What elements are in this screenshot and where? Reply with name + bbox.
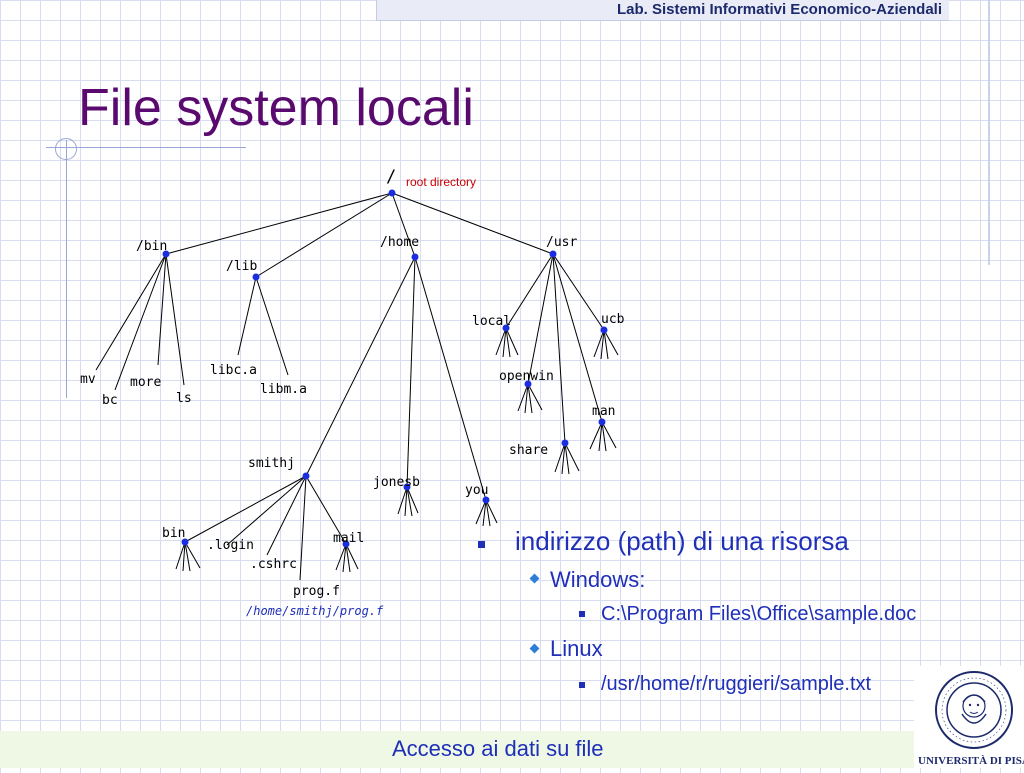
label-jonesb: jonesb bbox=[373, 475, 420, 490]
label-openwin: openwin bbox=[499, 369, 554, 384]
label-cshrc: .cshrc bbox=[250, 557, 297, 572]
footer-bar bbox=[0, 731, 914, 768]
label-lib: /lib bbox=[226, 259, 257, 274]
node-you bbox=[482, 496, 490, 504]
node-smithj-bin bbox=[181, 538, 189, 546]
node-local bbox=[502, 324, 510, 332]
node-bin bbox=[162, 250, 170, 258]
label-bc: bc bbox=[102, 393, 118, 408]
label-man: man bbox=[592, 404, 615, 419]
seal-caption: UNIVERSITÀ DI PISA bbox=[918, 755, 1024, 767]
footer-text: Accesso ai dati su file bbox=[392, 736, 604, 761]
label-you: you bbox=[465, 483, 488, 498]
label-ls: ls bbox=[176, 391, 192, 406]
node-openwin bbox=[524, 380, 532, 388]
node-share bbox=[561, 439, 569, 447]
title-underline bbox=[46, 147, 246, 148]
tree-labels: / root directory /bin /lib /home /usr mv… bbox=[80, 167, 625, 618]
label-local: local bbox=[472, 314, 511, 329]
label-prog-path: /home/smithj/prog.f bbox=[246, 604, 384, 618]
label-libca: libc.a bbox=[210, 363, 257, 378]
label-home: /home bbox=[380, 235, 419, 250]
bullet-main: indirizzo (path) di una risorsa bbox=[515, 526, 849, 556]
university-seal: UNIVERSITÀ DI PISA bbox=[914, 666, 1024, 768]
tree-nodes bbox=[162, 189, 608, 548]
title-ornament bbox=[55, 138, 77, 160]
node-jonesb bbox=[403, 483, 411, 491]
node-man bbox=[598, 418, 606, 426]
header-bar bbox=[376, 0, 949, 21]
bullet-linux-label: Linux bbox=[550, 636, 603, 661]
label-mail: mail bbox=[333, 531, 364, 546]
lab-name: Lab. Sistemi Informativi Economico-Azien… bbox=[616, 1, 942, 18]
label-share: share bbox=[509, 443, 548, 458]
node-root bbox=[388, 189, 396, 197]
node-lib bbox=[252, 273, 260, 281]
label-root: / bbox=[386, 167, 396, 187]
node-mail bbox=[342, 540, 350, 548]
tree-edges bbox=[95, 192, 619, 581]
bullet-square-small bbox=[579, 682, 585, 688]
bullet-square bbox=[478, 541, 485, 548]
label-progf: prog.f bbox=[293, 584, 340, 599]
slide-title: File system locali bbox=[78, 79, 474, 137]
label-libma: libm.a bbox=[260, 382, 307, 397]
bullet-linux-path: /usr/home/r/ruggieri/sample.txt bbox=[601, 673, 872, 695]
label-bin: /bin bbox=[136, 239, 167, 254]
bullet-square-small bbox=[579, 611, 585, 617]
node-ucb bbox=[600, 326, 608, 334]
label-mv: mv bbox=[80, 372, 96, 387]
node-home bbox=[411, 253, 419, 261]
label-smithj-bin: bin bbox=[162, 526, 185, 541]
seal-icon: UNIVERSITÀ DI PISA bbox=[918, 671, 1024, 767]
node-usr bbox=[549, 250, 557, 258]
label-ucb: ucb bbox=[601, 312, 625, 327]
decorative-rule bbox=[988, 0, 990, 265]
label-login: .login bbox=[207, 538, 254, 553]
label-root-note: root directory bbox=[406, 175, 476, 189]
label-smithj: smithj bbox=[248, 456, 295, 471]
title-vertical-rule bbox=[66, 140, 67, 398]
node-smithj bbox=[302, 472, 310, 480]
bullet-windows-path: C:\Program Files\Office\sample.doc bbox=[601, 603, 917, 625]
bullet-windows-label: Windows: bbox=[550, 567, 646, 592]
label-usr: /usr bbox=[546, 235, 577, 250]
label-more: more bbox=[130, 375, 161, 390]
